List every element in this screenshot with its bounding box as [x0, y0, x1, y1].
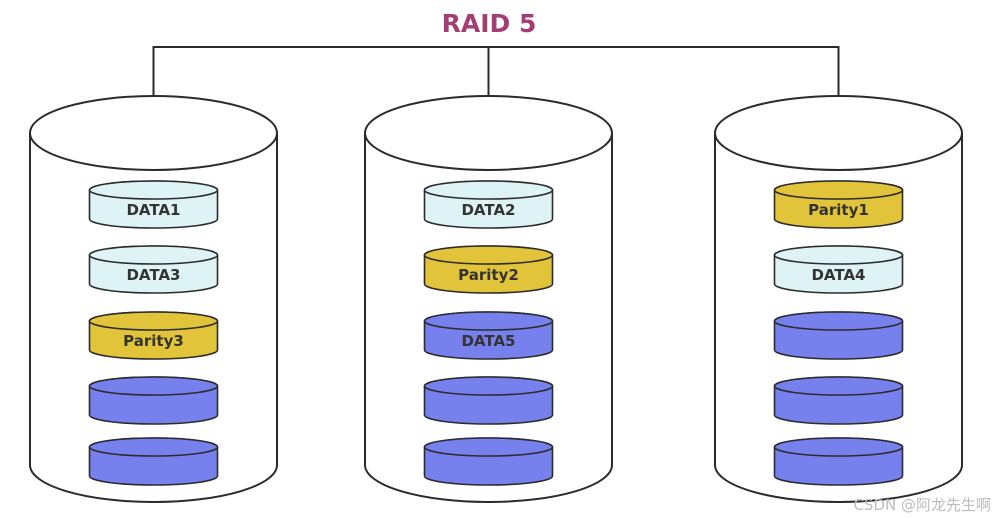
- connector-lines: [152, 46, 840, 96]
- platter-top: [423, 180, 554, 200]
- disk-top: [29, 95, 278, 171]
- platter-top: [773, 245, 904, 265]
- platter-empty: [423, 437, 554, 486]
- platter-label: DATA4: [811, 266, 865, 284]
- connector-path: [152, 46, 840, 96]
- platter-top: [88, 376, 219, 396]
- platter-empty: [773, 376, 904, 425]
- platter-top: [88, 245, 219, 265]
- disk-array: DATA1DATA3Parity3DATA2Parity2DATA5Parity…: [29, 95, 963, 503]
- watermark: CSDN @阿龙先生啊: [853, 496, 991, 514]
- platter-data: DATA2: [423, 180, 554, 229]
- platter-empty: [773, 311, 904, 360]
- platter-data: DATA4: [773, 245, 904, 294]
- platter-top: [773, 376, 904, 396]
- platter-empty: DATA5: [423, 311, 554, 360]
- platter-empty: [88, 376, 219, 425]
- platter-empty: [88, 437, 219, 486]
- platter-label: DATA1: [126, 201, 180, 219]
- platter-data: DATA1: [88, 180, 219, 229]
- platter-parity: Parity1: [773, 180, 904, 229]
- platter-top: [88, 180, 219, 200]
- platter-label: Parity2: [458, 266, 519, 284]
- platter-top: [773, 311, 904, 331]
- platter-label: DATA5: [461, 332, 515, 350]
- platter-empty: [773, 437, 904, 486]
- platter-top: [88, 311, 219, 331]
- platter-top: [423, 245, 554, 265]
- platter-top: [423, 376, 554, 396]
- platter-label: DATA3: [126, 266, 180, 284]
- platter-top: [423, 311, 554, 331]
- platter-label: DATA2: [461, 201, 515, 219]
- diagram-title: RAID 5: [442, 9, 537, 38]
- platter-parity: Parity2: [423, 245, 554, 294]
- platter-top: [423, 437, 554, 457]
- platter-label: Parity1: [808, 201, 869, 219]
- platter-empty: [423, 376, 554, 425]
- platter-parity: Parity3: [88, 311, 219, 360]
- platter-label: Parity3: [123, 332, 184, 350]
- platter-top: [773, 180, 904, 200]
- platter-data: DATA3: [88, 245, 219, 294]
- platter-top: [88, 437, 219, 457]
- platter-top: [773, 437, 904, 457]
- disk-top: [714, 95, 963, 171]
- disk-top: [364, 95, 613, 171]
